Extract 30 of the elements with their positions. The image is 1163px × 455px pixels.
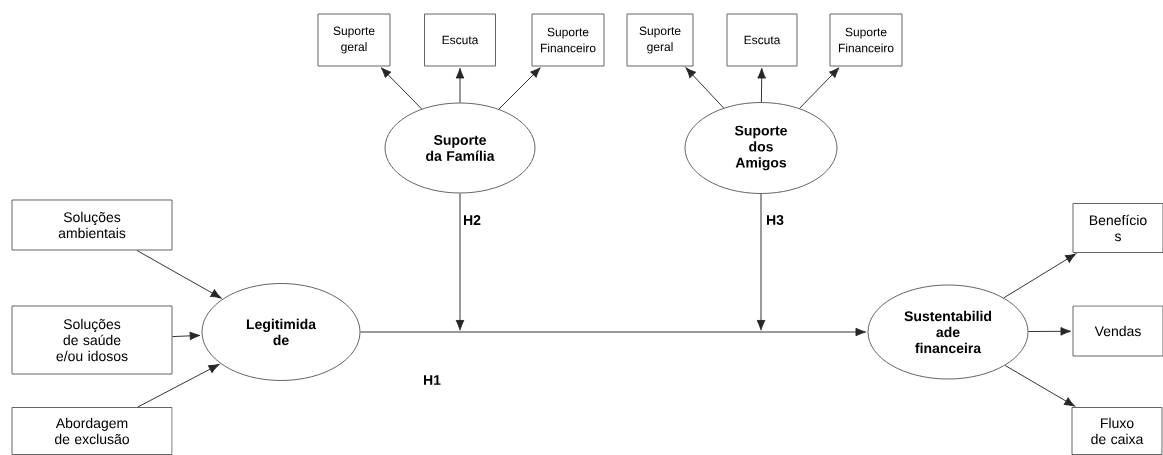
edge-label: H3 <box>764 213 786 227</box>
indicator-box: Soluções ambientais <box>11 199 173 251</box>
arrow <box>380 67 423 110</box>
arrow <box>455 67 465 103</box>
indicator-box: Escuta <box>726 13 798 67</box>
indicator-box: Soluções de saúde e/ou idosos <box>11 305 173 375</box>
arrow <box>685 67 724 109</box>
arrow <box>172 331 201 341</box>
arrow <box>498 67 541 110</box>
arrow <box>360 327 867 337</box>
arrow <box>757 67 766 103</box>
arrow <box>455 193 465 331</box>
indicator-box: Suporte geral <box>626 13 694 67</box>
arrow <box>1004 364 1075 407</box>
arrow <box>1003 253 1077 299</box>
indicator-box: Escuta <box>424 13 496 67</box>
indicator-box: Suporte Financeiro <box>829 13 903 67</box>
indicator-box: Fluxo de caixa <box>1071 407 1163 455</box>
indicator-box: Vendas <box>1072 305 1163 357</box>
arrow <box>799 67 840 109</box>
indicator-box: Suporte Financeiro <box>531 13 605 67</box>
indicator-box: Suporte geral <box>317 13 391 67</box>
arrow <box>137 364 220 408</box>
indicator-box: Abordagem de exclusão <box>11 407 173 455</box>
arrow <box>136 250 222 299</box>
edge-label: H2 <box>461 213 483 227</box>
indicator-box: Benefício s <box>1072 203 1163 253</box>
arrow <box>756 193 766 331</box>
arrow <box>1028 327 1072 336</box>
edge-label: H1 <box>421 373 443 387</box>
